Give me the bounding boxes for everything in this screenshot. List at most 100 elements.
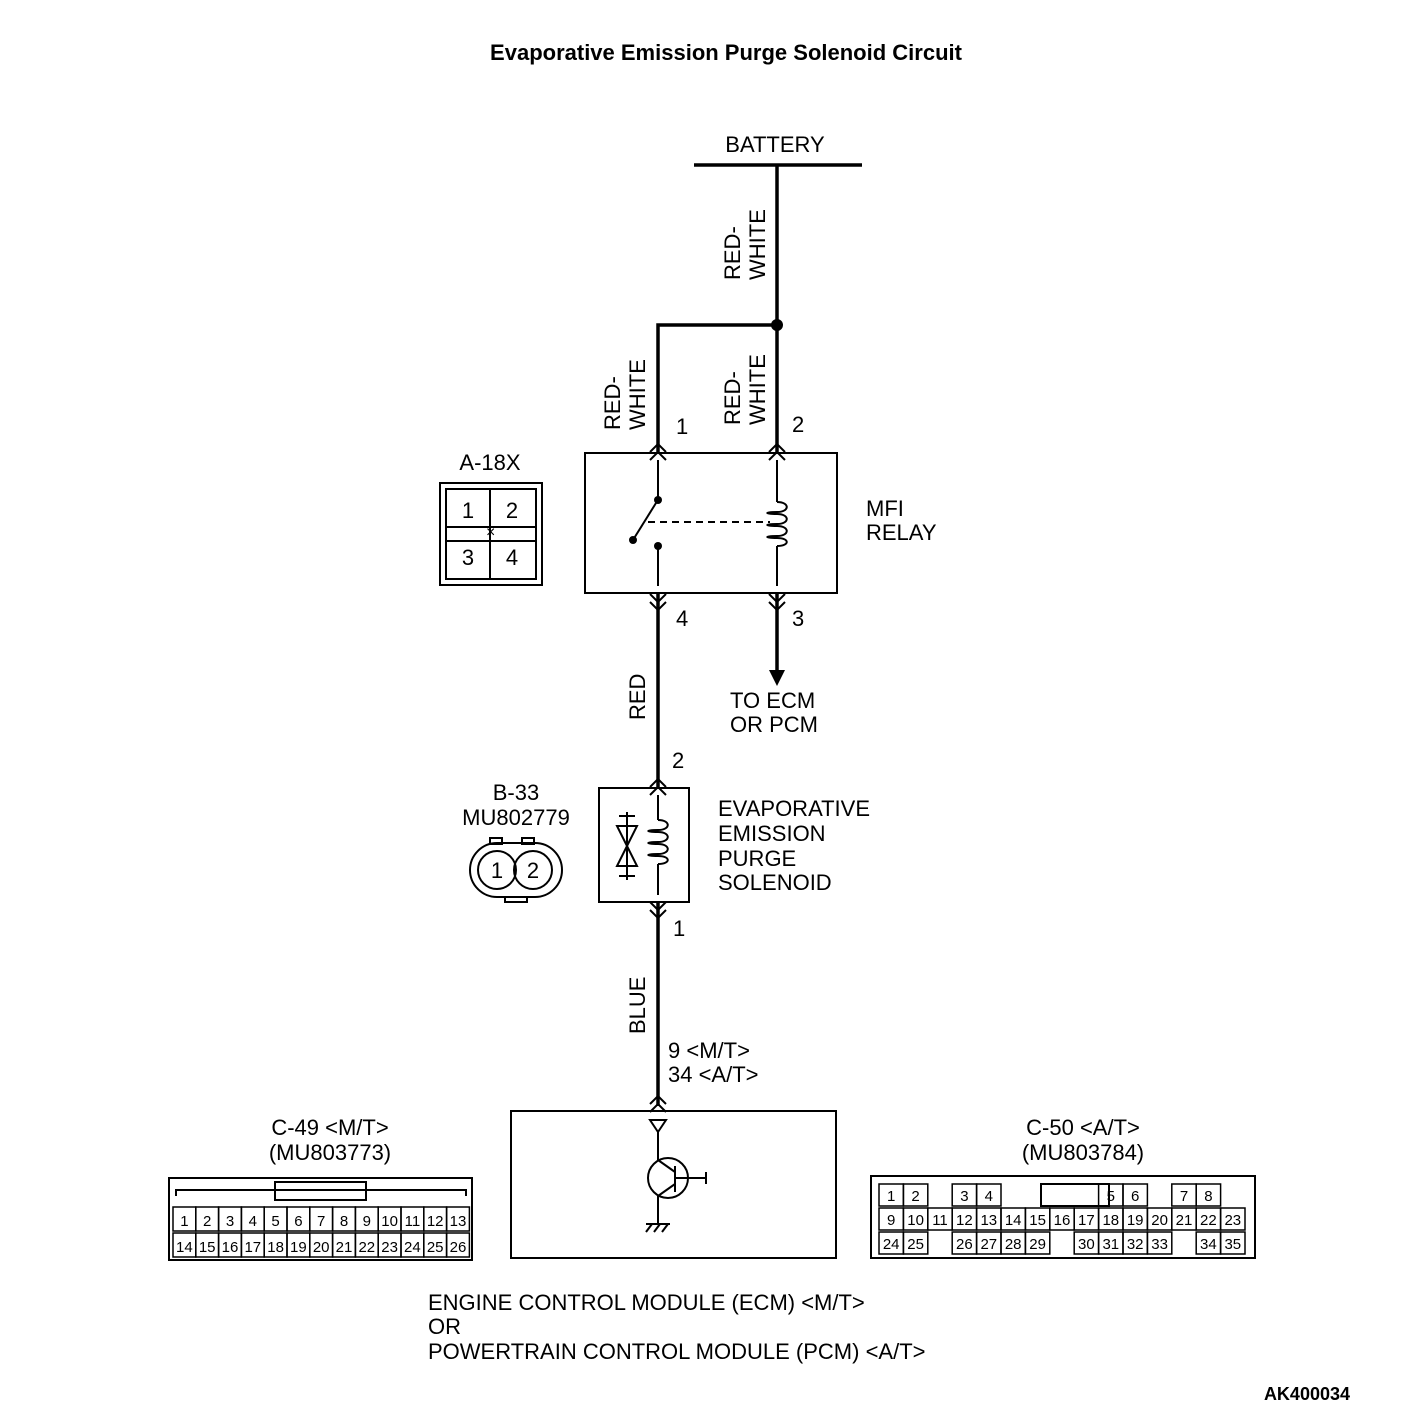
relay-pin-3-label: 3: [792, 606, 804, 631]
svg-text:MFI: MFI: [866, 496, 904, 521]
connector-pin-label: 1: [180, 1213, 188, 1230]
connector-pin-label: 20: [313, 1239, 330, 1256]
connector-pin-label: 5: [1107, 1188, 1115, 1205]
connector-pin-label: 6: [294, 1213, 302, 1230]
svg-text:EVAPORATIVE: EVAPORATIVE: [718, 796, 870, 821]
relay-pin1-wire: [656, 323, 777, 453]
connector-pin-label: 17: [1078, 1212, 1095, 1229]
solenoid-coil: [647, 819, 669, 865]
c49-connector-name: C-49 <M/T> (MU803773): [269, 1115, 391, 1165]
connector-pin-label: 13: [450, 1213, 467, 1230]
solenoid-to-ecm-wire-color: BLUE: [625, 977, 650, 1034]
svg-text:9 <M/T>: 9 <M/T>: [668, 1038, 750, 1063]
c50-connector-name: C-50 <A/T> (MU803784): [1022, 1115, 1144, 1165]
transistor-icon: [645, 1119, 707, 1233]
connector-pin-label: 23: [1224, 1212, 1241, 1229]
connector-pin-label: 14: [1005, 1212, 1022, 1229]
svg-text:POWERTRAIN CONTROL MODULE (PCM: POWERTRAIN CONTROL MODULE (PCM) <A/T>: [428, 1339, 926, 1364]
purge-solenoid-box: [598, 787, 690, 903]
svg-text:RED-: RED-: [720, 226, 745, 280]
b33-connector-name: B-33 MU802779: [462, 780, 570, 830]
svg-text:EMISSION: EMISSION: [718, 821, 826, 846]
connector-pin-label: 31: [1102, 1236, 1119, 1253]
connector-pin-label: 35: [1224, 1236, 1241, 1253]
connector-chevron: [649, 1094, 667, 1105]
connector-pin-label: 18: [1102, 1212, 1119, 1229]
connector-pin-label: 17: [244, 1239, 261, 1256]
relay-pin2-wire-color: RED- WHITE: [720, 354, 770, 425]
module-caption: ENGINE CONTROL MODULE (ECM) <M/T> OR POW…: [428, 1290, 926, 1364]
svg-text:WHITE: WHITE: [625, 359, 650, 430]
connector-pin-label: 10: [907, 1212, 924, 1229]
connector-chevron: [768, 442, 786, 453]
connector-pin-label: 27: [980, 1236, 997, 1253]
svg-text:×: ×: [486, 524, 495, 541]
svg-text:4: 4: [506, 545, 518, 570]
svg-text:WHITE: WHITE: [745, 209, 770, 280]
battery-feed-wire-color: RED- WHITE: [720, 209, 770, 280]
mfi-relay-label: MFI RELAY: [866, 496, 937, 545]
svg-text:PURGE: PURGE: [718, 846, 796, 871]
svg-text:2: 2: [527, 858, 539, 883]
connector-pin-cell: [902, 1231, 929, 1255]
svg-text:1: 1: [462, 498, 474, 523]
relay-coil: [766, 501, 788, 547]
svg-text:OR PCM: OR PCM: [730, 712, 818, 737]
connector-pin-label: 22: [1200, 1212, 1217, 1229]
connector-pin-cell: [1219, 1207, 1246, 1231]
connector-pin-cell: [445, 1206, 471, 1232]
connector-pin-label: 18: [267, 1239, 284, 1256]
svg-text:(MU803773): (MU803773): [269, 1140, 391, 1165]
connector-pin-label: 29: [1029, 1236, 1046, 1253]
svg-text:WHITE: WHITE: [745, 354, 770, 425]
connector-pin-label: 25: [427, 1239, 444, 1256]
connector-pin-label: 21: [336, 1239, 353, 1256]
connector-pin-label: 7: [1180, 1188, 1188, 1205]
relay-to-solenoid-wire-color: RED: [625, 674, 650, 720]
relay-switch-arm: [632, 502, 657, 541]
connector-pin-label: 12: [956, 1212, 973, 1229]
a18x-connector-name: A-18X: [459, 450, 520, 475]
solenoid-pin-1-label: 1: [673, 916, 685, 941]
svg-text:(MU803784): (MU803784): [1022, 1140, 1144, 1165]
connector-pin-cell: [1122, 1183, 1149, 1207]
svg-text:1: 1: [491, 858, 503, 883]
connector-pin-label: 9: [363, 1213, 371, 1230]
connector-pin-label: 20: [1151, 1212, 1168, 1229]
connector-pin-label: 16: [1054, 1212, 1071, 1229]
connector-pin-label: 4: [985, 1188, 993, 1205]
svg-text:ENGINE CONTROL MODULE (ECM) <M: ENGINE CONTROL MODULE (ECM) <M/T>: [428, 1290, 865, 1315]
mfi-relay-box: [584, 452, 838, 594]
connector-pin-label: 24: [883, 1236, 900, 1253]
connector-pin-label: 30: [1078, 1236, 1095, 1253]
connector-pin-label: 14: [176, 1239, 193, 1256]
relay-pin-2-label: 2: [792, 412, 804, 437]
svg-text:34 <A/T>: 34 <A/T>: [668, 1062, 759, 1087]
connector-pin-label: 8: [1204, 1188, 1212, 1205]
connector-pin-label: 11: [932, 1212, 948, 1229]
connector-pin-label: 32: [1127, 1236, 1144, 1253]
svg-text:3: 3: [462, 545, 474, 570]
valve-icon: [615, 812, 639, 880]
relay-contact: [654, 496, 662, 504]
connector-pin-label: 34: [1200, 1236, 1217, 1253]
connector-pin-label: 24: [404, 1239, 421, 1256]
svg-text:C-50 <A/T>: C-50 <A/T>: [1026, 1115, 1140, 1140]
connector-pin-label: 19: [1127, 1212, 1144, 1229]
connector-pin-label: 12: [427, 1213, 444, 1230]
connector-chevron: [649, 442, 667, 453]
connector-pin-label: 2: [911, 1188, 919, 1205]
to-ecm-label: TO ECM OR PCM: [730, 688, 818, 737]
connector-pin-label: 4: [249, 1213, 257, 1230]
connector-pin-label: 26: [956, 1236, 973, 1253]
connector-pin-cell: [1219, 1231, 1246, 1255]
connector-pin-label: 28: [1005, 1236, 1022, 1253]
connector-pin-label: 11: [405, 1213, 421, 1230]
diagram-title: Evaporative Emission Purge Solenoid Circ…: [490, 40, 963, 65]
svg-text:2: 2: [506, 498, 518, 523]
connector-chevron: [649, 777, 667, 788]
connector-chevron: [649, 1102, 667, 1113]
